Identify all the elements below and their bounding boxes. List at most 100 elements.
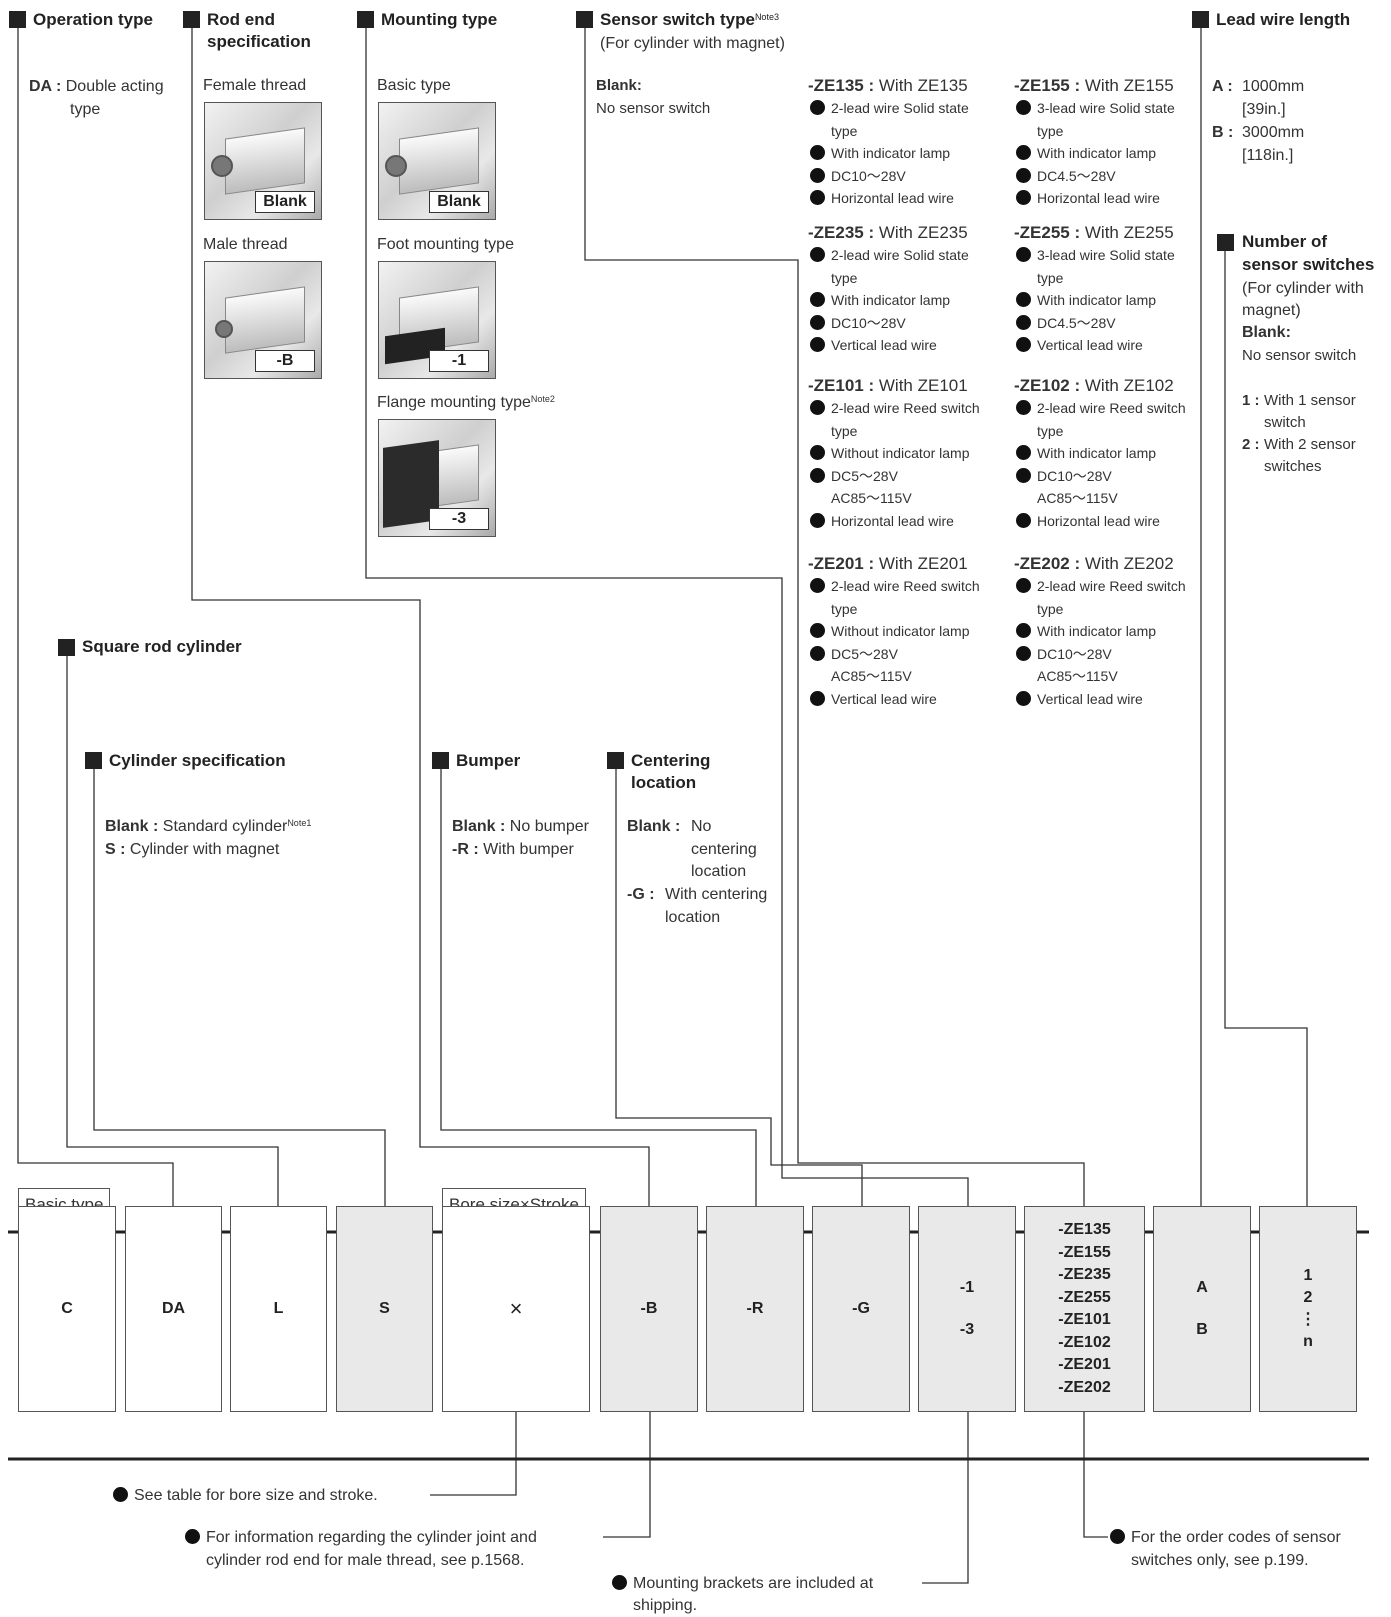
cylinder-body-shape xyxy=(399,127,479,195)
sensor-group-line: type xyxy=(831,269,858,286)
mounting-type-marker xyxy=(357,11,374,28)
rod-end-marker xyxy=(183,11,200,28)
cell-mount-3: -3 xyxy=(959,1321,975,1338)
cylinder-body-shape xyxy=(225,286,305,354)
code-da: DA : xyxy=(29,78,62,95)
cell-b: -B xyxy=(600,1206,698,1412)
cell-sensor-ze135: -ZE135 xyxy=(1058,1221,1111,1238)
sensor-group-line: DC10～28V xyxy=(1016,465,1112,488)
line-note-brackets xyxy=(922,1412,969,1584)
sensor-group-line: DC4.5～28V xyxy=(1016,165,1116,188)
sensor-blank-code: Blank: xyxy=(596,77,642,94)
num-blank-text: No sensor switch xyxy=(1242,347,1357,364)
sensor-group-line: Vertical lead wire xyxy=(1016,688,1143,711)
cell-lead: A B xyxy=(1153,1206,1251,1412)
sensor-group-line: With indicator lamp xyxy=(810,142,950,165)
basic-type-tag: Blank xyxy=(429,191,489,213)
sensor-group-line: type xyxy=(1037,122,1064,139)
centering-blank-code: Blank : xyxy=(627,818,681,835)
sensor-group-line: AC85～115V xyxy=(831,668,912,684)
cyl-spec-s: S : Cylinder with magnet xyxy=(105,838,279,861)
line-mounting xyxy=(365,28,977,1231)
centering-blank-2: centering xyxy=(691,841,757,858)
sensor-group-line: DC4.5～28V xyxy=(1016,312,1116,335)
operation-da-line2: type xyxy=(70,101,101,118)
cell-lead-a: A xyxy=(1196,1279,1208,1296)
num-one-2: switch xyxy=(1264,414,1306,431)
sensor-group-line: AC85～115V xyxy=(1037,668,1118,684)
note-male-2: cylinder rod end for male thread, see p.… xyxy=(206,1552,525,1569)
note-male-1: For information regarding the cylinder j… xyxy=(185,1526,537,1549)
centering-g-2: location xyxy=(665,909,721,926)
sensor-group-code: -ZE201 : xyxy=(808,554,875,573)
cyl-spec-blank: Blank : Standard cylinderNote1 xyxy=(105,815,311,838)
sensor-group-line: Horizontal lead wire xyxy=(810,187,954,210)
cell-b-text: -B xyxy=(640,1300,658,1317)
num-one-code: 1 : xyxy=(1242,392,1260,409)
basic-type-label: Basic type xyxy=(377,77,451,94)
cyl-blank-code: Blank : xyxy=(105,818,159,835)
sensor-group-with: With ZE202 xyxy=(1084,554,1174,573)
sensor-group-code: -ZE255 : xyxy=(1014,223,1081,242)
line-note-bore xyxy=(430,1412,517,1496)
line-note-male xyxy=(603,1412,651,1538)
cell-sensor-ze255: -ZE255 xyxy=(1058,1288,1111,1306)
bumper-blank-code: Blank : xyxy=(452,818,506,835)
sensor-group-line: Without indicator lamp xyxy=(810,620,970,643)
cell-sensor-ze102: -ZE102 xyxy=(1058,1333,1111,1351)
bumper-blank-text: No bumper xyxy=(509,818,589,835)
sensor-group-line: Vertical lead wire xyxy=(1016,334,1143,357)
cell-sensor-ze101: -ZE101 xyxy=(1058,1311,1111,1328)
sensor-group-with: With ZE155 xyxy=(1084,76,1174,95)
num-blank-code: Blank: xyxy=(1242,324,1291,341)
note-sensor-1: For the order codes of sensor xyxy=(1110,1526,1341,1549)
note-brackets-1: Mounting brackets are included at xyxy=(612,1572,873,1595)
sensor-group-line: DC10～28V xyxy=(1016,643,1112,666)
cell-s: S xyxy=(336,1206,433,1412)
sensor-group-line: Vertical lead wire xyxy=(810,688,937,711)
cell-s-text: S xyxy=(379,1300,390,1317)
line-rod-end xyxy=(191,28,658,1231)
sensor-group-heading: -ZE135 : With ZE135 xyxy=(808,74,968,97)
sensor-group-line: type xyxy=(831,122,858,139)
centering-header-1: Centering xyxy=(631,751,711,770)
foot-mounting-label: Foot mounting type xyxy=(377,236,514,253)
flange-mounting-photo: -3 xyxy=(378,419,496,537)
sensor-group-line: 3-lead wire Solid state xyxy=(1016,244,1175,267)
lead-a-code: A : xyxy=(1212,78,1233,95)
num-one-1: With 1 sensor xyxy=(1264,392,1356,409)
sensor-group-line: With indicator lamp xyxy=(810,289,950,312)
note-brackets-2: shipping. xyxy=(633,1597,698,1614)
sensor-group-line: With indicator lamp xyxy=(1016,620,1156,643)
cyl-blank-note: Note1 xyxy=(287,818,312,828)
sensor-group-line: AC85～115V xyxy=(1037,490,1118,506)
sensor-note: Note3 xyxy=(754,12,779,22)
square-rod-header: Square rod cylinder xyxy=(82,637,242,656)
square-rod-marker xyxy=(58,639,75,656)
cell-g: -G xyxy=(812,1206,910,1412)
cell-c: C xyxy=(18,1206,116,1412)
lead-a-value: 1000mm xyxy=(1242,78,1305,95)
sensor-group-code: -ZE235 : xyxy=(808,223,875,242)
sensor-group-code: -ZE101 : xyxy=(808,376,875,395)
flange-mounting-label: Flange mounting typeNote2 xyxy=(377,391,555,414)
cyl-blank-text: Standard cylinder xyxy=(162,818,288,835)
line-note-sensor xyxy=(1083,1412,1108,1538)
sensor-switch-sub: (For cylinder with magnet) xyxy=(600,35,785,52)
cell-da-text: DA xyxy=(161,1300,186,1317)
cell-num-dots: ⋮ xyxy=(1300,1311,1316,1328)
sensor-group-code: -ZE102 : xyxy=(1014,376,1081,395)
sensor-group-line: DC10～28V xyxy=(810,165,906,188)
operation-type-header: Operation type xyxy=(33,10,153,29)
sensor-group-code: -ZE155 : xyxy=(1014,76,1081,95)
sensor-switch-header: Sensor switch typeNote3 xyxy=(600,9,779,31)
centering-g-1: With centering xyxy=(665,886,768,903)
line-bumper xyxy=(440,760,765,1231)
cell-bore-stroke: × xyxy=(442,1206,590,1412)
female-thread-tag: Blank xyxy=(255,191,315,213)
num-switches-marker xyxy=(1217,234,1234,251)
cell-num-1: 1 xyxy=(1303,1267,1313,1284)
cylinder-spec-header: Cylinder specification xyxy=(109,751,286,770)
sensor-group-with: With ZE135 xyxy=(878,76,968,95)
sensor-group-line: 2-lead wire Reed switch xyxy=(1016,397,1186,420)
